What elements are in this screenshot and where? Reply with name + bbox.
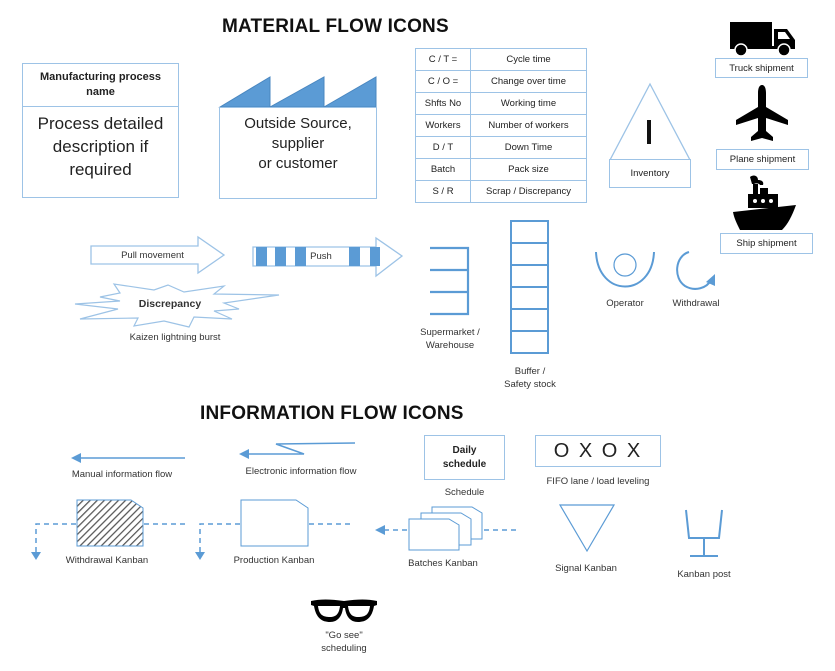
outside-source-line1: Outside Source,: [244, 115, 352, 132]
daily-schedule-line2: schedule: [442, 459, 487, 470]
supermarket-icon: [430, 246, 470, 316]
kanban-post-label: Kanban post: [677, 569, 731, 580]
legend-key: C / O =: [415, 70, 471, 93]
legend-key: D / T: [415, 136, 471, 159]
electronic-info-flow-label: Electronic information flow: [245, 466, 357, 477]
supermarket-label: Supermarket / Warehouse: [410, 326, 490, 352]
electronic-info-flow-arrow-icon: [239, 442, 356, 459]
process-box: Manufacturing process name Process detai…: [22, 63, 179, 198]
inventory-label: Inventory: [609, 159, 691, 188]
glasses-icon: [311, 599, 377, 622]
outside-source-line3: or customer: [258, 155, 338, 172]
operator-icon: [595, 251, 655, 288]
supermarket-label-line2: Warehouse: [425, 340, 475, 351]
kaizen-burst-icon: [74, 283, 280, 328]
go-see-line2: scheduling: [321, 643, 367, 654]
material-flow-heading: MATERIAL FLOW ICONS: [222, 16, 449, 37]
manual-info-flow-label: Manual information flow: [71, 469, 173, 480]
go-see-label: "Go see" scheduling: [300, 629, 388, 655]
truck-shipment-label: Truck shipment: [715, 58, 808, 78]
legend-row: C / O =Change over time: [415, 70, 587, 93]
supermarket-label-line1: Supermarket /: [420, 327, 480, 338]
legend-value: Working time: [470, 92, 587, 115]
push-arrow-icon: [252, 236, 404, 278]
pull-movement-arrow-icon: [90, 235, 226, 275]
legend-key: Workers: [415, 114, 471, 137]
legend-value: Scrap / Discrepancy: [470, 180, 587, 203]
withdrawal-icon: [676, 251, 715, 290]
kanban-post-icon: [685, 509, 723, 557]
outside-source-line2: supplier: [271, 135, 325, 152]
withdrawal-label: Withdrawal: [672, 298, 720, 309]
buffer-stack-icon: [510, 220, 549, 354]
pull-movement-label: Pull movement: [121, 250, 184, 261]
push-label: Push: [310, 251, 332, 262]
withdrawal-kanban-label: Withdrawal Kanban: [65, 555, 149, 566]
legend-value: Number of workers: [470, 114, 587, 137]
legend-value: Down Time: [470, 136, 587, 159]
legend-key: Shfts No: [415, 92, 471, 115]
legend-row: C / T =Cycle time: [415, 48, 587, 71]
fifo-lane-box: O X O X: [535, 435, 661, 467]
outside-source-box: Outside Source, supplier or customer: [219, 107, 377, 199]
legend-value: Cycle time: [470, 48, 587, 71]
manual-info-flow-arrow-icon: [71, 453, 185, 463]
withdrawal-kanban-icon: [31, 499, 186, 560]
operator-label: Operator: [606, 298, 644, 309]
legend-key: S / R: [415, 180, 471, 203]
legend-value: Change over time: [470, 70, 587, 93]
signal-kanban-icon: [558, 504, 616, 553]
legend-value: Pack size: [470, 158, 587, 181]
batches-kanban-label: Batches Kanban: [408, 558, 478, 569]
factory-roof-icon: [218, 76, 377, 108]
ship-icon: [733, 175, 796, 230]
buffer-label: Buffer / Safety stock: [490, 365, 570, 391]
production-kanban-icon: [195, 499, 350, 560]
kaizen-burst-label: Kaizen lightning burst: [129, 332, 221, 343]
ship-shipment-label: Ship shipment: [720, 233, 813, 254]
signal-kanban-label: Signal Kanban: [555, 563, 617, 574]
buffer-label-line2: Safety stock: [504, 379, 556, 390]
plane-shipment-label: Plane shipment: [716, 149, 809, 170]
truck-icon: [730, 22, 795, 57]
discrepancy-label: Discrepancy: [138, 298, 202, 310]
information-flow-heading: INFORMATION FLOW ICONS: [200, 403, 464, 424]
inventory-mark: [647, 120, 651, 144]
fifo-lane-label: FIFO lane / load leveling: [546, 476, 650, 487]
go-see-line1: "Go see": [325, 630, 363, 641]
production-kanban-label: Production Kanban: [233, 555, 315, 566]
buffer-label-line1: Buffer /: [514, 366, 546, 377]
plane-icon: [736, 85, 788, 141]
schedule-label: Schedule: [444, 487, 485, 498]
daily-schedule-box: Daily schedule: [424, 435, 505, 480]
batches-kanban-icon: [375, 506, 519, 551]
process-box-title: Manufacturing process name: [23, 64, 178, 107]
process-box-description: Process detailed description if required: [37, 114, 164, 179]
legend-key: C / T =: [415, 48, 471, 71]
daily-schedule-line1: Daily: [452, 445, 477, 456]
legend-key: Batch: [415, 158, 471, 181]
